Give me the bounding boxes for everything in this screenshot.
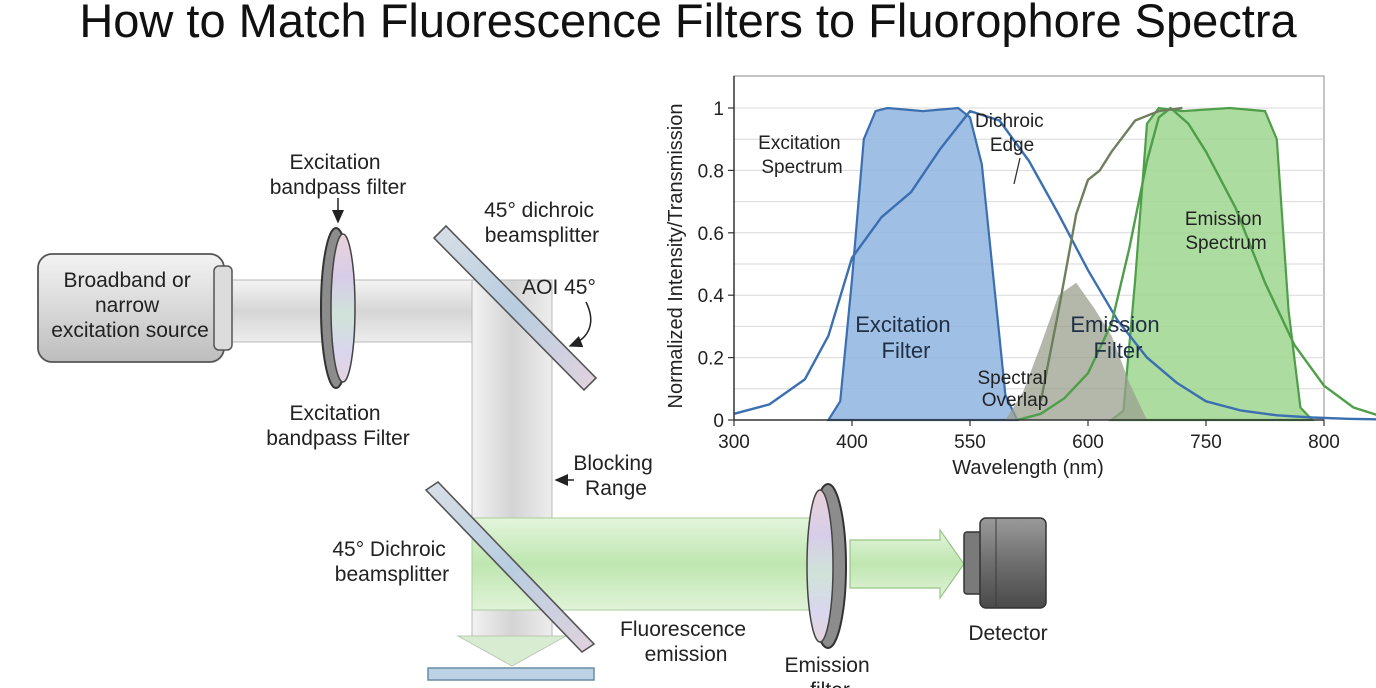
sample-plate	[427, 667, 595, 681]
y-tick-label: 1	[713, 99, 724, 120]
excitation-filter-bottom-label: Excitation bandpass Filter	[266, 402, 410, 450]
emission-filter-label: Emission filter	[784, 654, 875, 688]
beam-down-arrow	[456, 635, 568, 667]
emission-filter-lens	[806, 483, 847, 649]
dichroic-mirror-bottom	[424, 480, 596, 654]
emission-spectrum-label: Emission Spectrum	[1185, 209, 1267, 254]
chart-axes	[733, 76, 1324, 421]
excitation-spectrum-line	[733, 109, 1376, 421]
spectral-chart: 300 400 550 600 750 800 0 0.2 0.4 0.6 0.8 1 Wavelen…	[665, 75, 1376, 479]
chart-ticks: 300 400 550 600 750 800 0 0.2 0.4 0.6 0.8 1	[698, 99, 1340, 453]
excitation-spectrum-label: Excitation Spectrum	[758, 133, 846, 178]
dichroic-top-label: 45° dichroic beamsplitter	[484, 199, 600, 247]
optical-diagram: Broadband or narrow excitation source Ex…	[37, 151, 1048, 688]
y-tick-label: 0	[713, 411, 724, 432]
chart-fills	[826, 106, 1315, 422]
chart-lines	[733, 106, 1376, 422]
excitation-filter-lens	[320, 227, 356, 389]
detector	[963, 517, 1047, 609]
y-tick-label: 0.4	[698, 286, 725, 307]
emission-filter-band	[1108, 106, 1315, 422]
y-tick-label: 0.2	[698, 349, 724, 370]
x-tick-label: 600	[1072, 432, 1104, 453]
light-source-nozzle	[213, 265, 233, 351]
dichroic-edge-line	[1039, 106, 1183, 402]
x-axis-title: Wavelength (nm)	[952, 457, 1104, 479]
emission-beam	[471, 517, 813, 611]
y-tick-label: 0.6	[698, 224, 724, 245]
aoi-arrow	[568, 301, 592, 348]
source-label: Broadband or narrow excitation source	[51, 269, 209, 342]
y-axis-title: Normalized Intensity/Transmission	[665, 104, 687, 409]
dichroic-bottom-label: 45° Dichroic beamsplitter	[332, 538, 451, 586]
x-tick-label: 800	[1308, 432, 1340, 453]
dichroic-mirror-top	[432, 224, 598, 392]
x-tick-label: 400	[836, 432, 868, 453]
x-tick-label: 300	[718, 432, 750, 453]
x-tick-label: 750	[1190, 432, 1222, 453]
spectral-overlap-region	[1005, 282, 1147, 420]
detector-label: Detector	[968, 622, 1047, 645]
aoi-label: AOI 45°	[522, 276, 596, 299]
fluorescence-emission-label: Fluorescence emission	[620, 618, 752, 666]
blocking-range-label: Blocking Range	[573, 452, 658, 500]
emission-arrow	[849, 528, 965, 600]
dichroic-edge-label: Dichroic Edge	[975, 111, 1049, 156]
y-tick-label: 0.8	[698, 161, 724, 182]
emission-filter-region-label: Emission Filter	[1070, 312, 1165, 363]
excitation-filter-label: Excitation Filter	[855, 312, 957, 363]
emission-spectrum-line	[1016, 106, 1376, 422]
page-title: How to Match Fluorescence Filters to Flu…	[79, 0, 1297, 47]
excitation-filter-top-label: Excitation bandpass filter	[270, 151, 407, 199]
dichroic-edge-pointer	[1013, 157, 1021, 185]
x-tick-label: 550	[954, 432, 986, 453]
spectral-overlap-label: Spectral Overlap	[978, 368, 1053, 411]
